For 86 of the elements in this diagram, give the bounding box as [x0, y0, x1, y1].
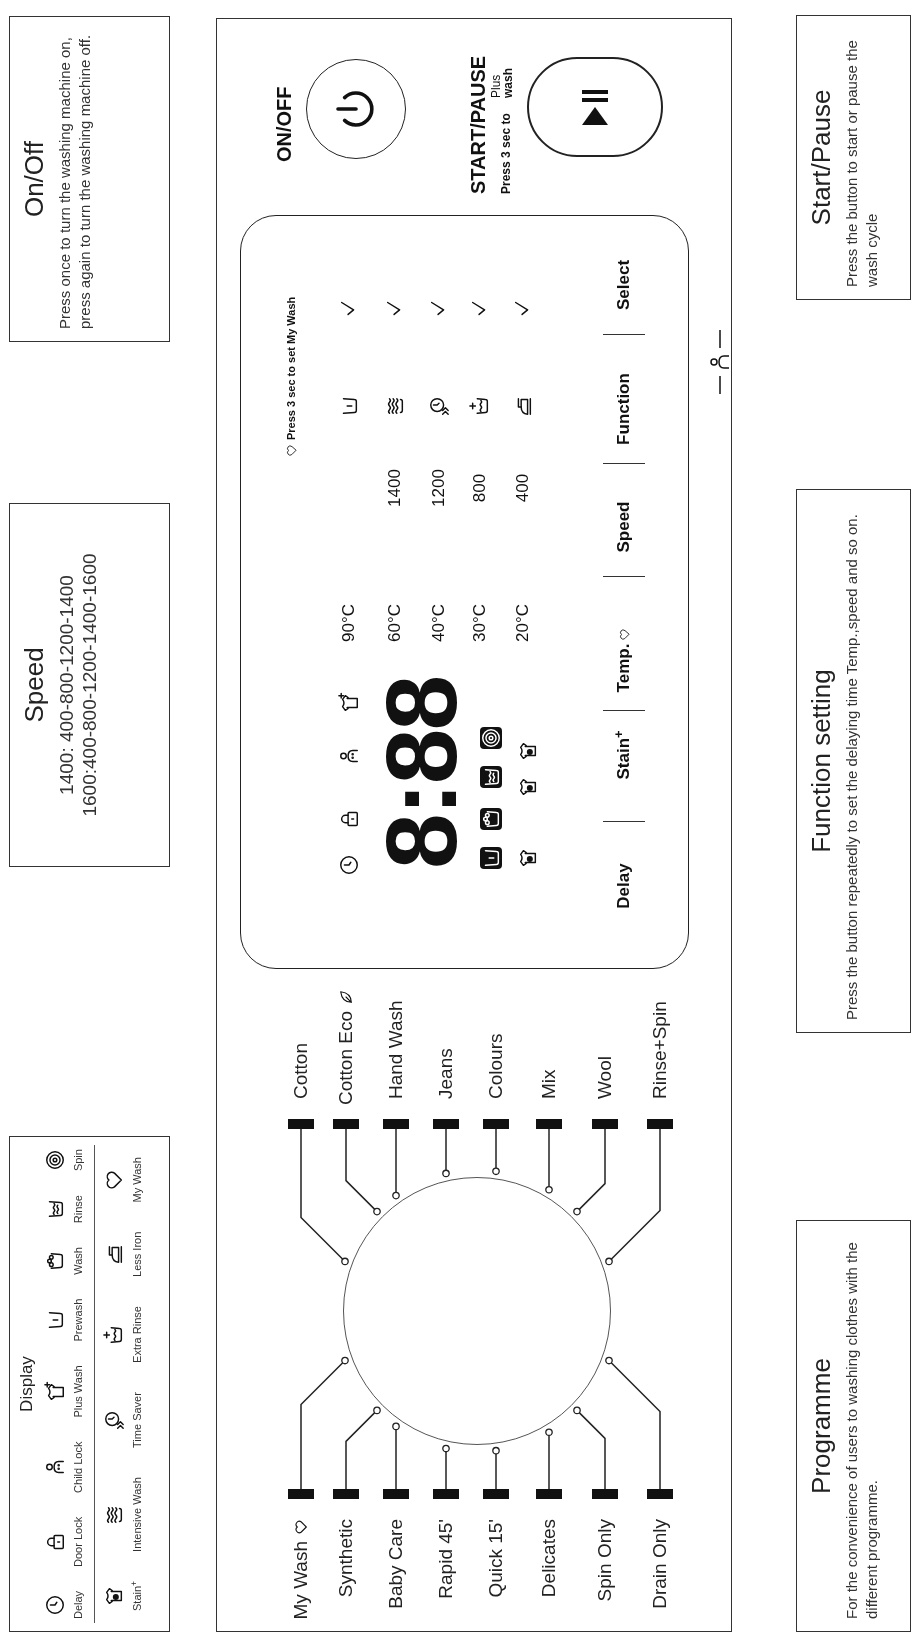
box-title: Programme [805, 1358, 837, 1494]
programme-label: Spin Only [592, 1519, 616, 1602]
button-label: Function [613, 373, 635, 445]
legend-box [9, 1136, 170, 1632]
box-title: Start/Pause [805, 89, 837, 226]
programme-label: Rapid 45' [433, 1519, 457, 1599]
legend-label: Plus Wash [70, 1365, 85, 1418]
button-label: Delay [613, 863, 635, 909]
leader-line [345, 1128, 381, 1216]
button-label: START/PAUSE [466, 55, 490, 194]
programme-label: My Wash [288, 1541, 312, 1620]
speed-value: 1200 [428, 469, 450, 507]
programme-label: Baby Care [383, 1519, 407, 1609]
button-label: Temp. [613, 643, 635, 693]
temperature-value: 30°C [469, 604, 491, 642]
legend-label: Extra Rinse [130, 1306, 144, 1363]
programme-label: Hand Wash [383, 1000, 407, 1099]
temperature-value: 60°C [384, 604, 406, 642]
leader-line [300, 1128, 349, 1266]
programme-label: Jeans [433, 1048, 457, 1099]
leader-line [573, 1406, 606, 1490]
programme-label: Colours [483, 1033, 507, 1099]
legend-label: Time Saver [130, 1392, 144, 1448]
leader-line [492, 1446, 500, 1490]
info-box [796, 1220, 911, 1632]
box-text: For the convenience of users to washing clothes with the different programme. [841, 1241, 882, 1619]
hint-text: Plus [490, 74, 502, 98]
box-title: Speed [18, 647, 50, 723]
programme-label: Cotton [288, 1043, 312, 1099]
temperature-value: 40°C [428, 604, 450, 642]
hint-text: Press 3 sec to [498, 113, 514, 194]
hint-text: wash [502, 68, 514, 98]
box-text: 1600:400-800-1200-1400-1600 [78, 553, 102, 817]
leader-line [392, 1422, 400, 1490]
hint-text: Press 3 sec to set My Wash [283, 296, 298, 440]
box-title: On/Off [18, 140, 50, 218]
legend-label: Prewash [70, 1298, 85, 1342]
legend-label: Spin [70, 1149, 85, 1172]
temperature-value: 90°C [338, 604, 360, 642]
box-text: Press the button repeatedly to set the delaying time Temp.,speed and so on. [841, 514, 861, 1020]
leader-line [492, 1128, 500, 1176]
legend-label: Delay [70, 1590, 85, 1619]
temperature-value: 20°C [512, 604, 534, 642]
leader-line [392, 1128, 400, 1200]
programme-label: Delicates [536, 1519, 560, 1598]
time-readout: 8:88 [371, 676, 471, 870]
leader-line [442, 1446, 450, 1490]
info-box [796, 15, 911, 300]
legend-label: Less Iron [130, 1231, 144, 1277]
legend-label: Door Lock [70, 1516, 85, 1567]
legend-label: My Wash [130, 1157, 144, 1203]
leader-line [605, 1356, 661, 1490]
programme-label: Cotton Eco [333, 1011, 357, 1105]
leader-line [545, 1128, 553, 1194]
speed-value: 1400 [384, 469, 406, 507]
lcd-display [240, 215, 689, 969]
button-label: Select [613, 259, 635, 311]
legend-label: Intensive Wash [130, 1477, 144, 1552]
box-text: Press once to turn the washing machine on, press again to turn the washing machine off. [54, 33, 95, 329]
leader-line [545, 1428, 553, 1490]
control-panel [216, 18, 732, 1632]
box-title: Function setting [805, 669, 837, 853]
leader-line [345, 1406, 381, 1490]
box-text: 1400: 400-800-1200-1400 [54, 575, 78, 795]
info-box [9, 16, 170, 342]
programme-label: Drain Only [647, 1519, 671, 1609]
box-title: Display [16, 1356, 37, 1412]
speed-value: 800 [469, 473, 491, 503]
leader-line [573, 1128, 606, 1216]
info-box [9, 503, 170, 867]
button-label: Speed [613, 501, 635, 553]
info-box [796, 489, 911, 1033]
speed-value: 400 [512, 473, 534, 503]
leader-line [605, 1128, 661, 1266]
leader-line [300, 1356, 349, 1490]
leader-line [442, 1128, 450, 1176]
programme-label: Synthetic [333, 1519, 357, 1598]
legend-label: Wash [70, 1247, 85, 1275]
programme-label: Mix [536, 1069, 560, 1099]
programme-label: Wool [592, 1056, 616, 1099]
programme-label: Quick 15' [483, 1519, 507, 1598]
box-text: Press the button to start or pause the wash cycle [841, 39, 882, 287]
legend-label: Child Lock [70, 1441, 85, 1493]
legend-label: Rinse [70, 1195, 85, 1224]
button-label: ON/OFF [272, 86, 296, 162]
programme-label: Rinse+Spin [647, 1001, 671, 1099]
